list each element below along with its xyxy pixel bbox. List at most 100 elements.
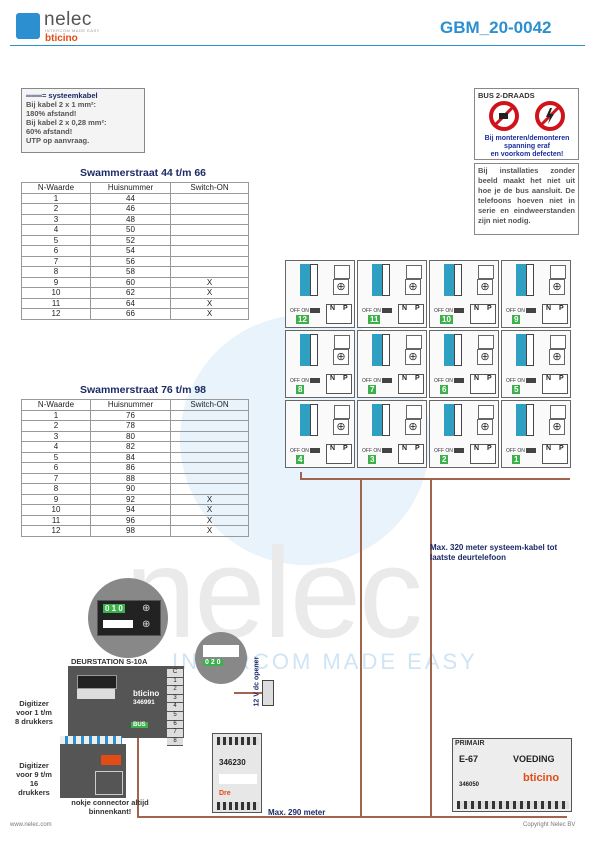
terminal-label: 8 <box>167 737 183 747</box>
address-digits: 0 1 0 <box>103 604 125 613</box>
bus-wire <box>360 478 362 818</box>
table-cell: 4 <box>21 441 91 453</box>
switch-label: OFF ON <box>506 308 536 314</box>
switch-text: OFF ON <box>506 448 525 454</box>
switch-label: OFF ON <box>362 448 392 454</box>
bus-terminal <box>444 334 454 366</box>
power-code: 346050 <box>459 782 480 788</box>
handset-socket <box>550 335 566 349</box>
p-label: P <box>559 445 564 452</box>
slide-switch <box>381 308 392 314</box>
relay-tag: Dre <box>219 790 231 797</box>
dial-icon: ⊕ <box>405 419 421 435</box>
table-cell <box>170 451 249 463</box>
table-cell <box>170 234 249 246</box>
table-cell: 58 <box>90 266 171 278</box>
table-cell: 12 <box>21 525 91 537</box>
n-label: N <box>402 305 408 312</box>
terminal-block <box>382 264 390 296</box>
table-cell <box>170 255 249 267</box>
n-label: N <box>474 375 480 382</box>
handset-socket <box>550 405 566 419</box>
switch-text: OFF ON <box>506 378 525 384</box>
table-cell: 54 <box>90 245 171 257</box>
table-cell: 1 <box>21 409 91 421</box>
dip-switch <box>203 645 239 657</box>
switch-label: OFF ON <box>362 378 392 384</box>
phone-address: 4 <box>296 455 305 464</box>
legend-line: 180% afstand! <box>26 109 77 118</box>
n-label: N <box>546 305 552 312</box>
dip-switch <box>103 620 133 628</box>
p-label: P <box>415 305 420 312</box>
p-label: P <box>343 445 348 452</box>
switch-label: OFF ON <box>290 378 320 384</box>
handset-socket <box>334 265 350 279</box>
phone-address: 3 <box>368 455 377 464</box>
column-header: Huisnummer <box>90 182 171 194</box>
table-cell: X <box>170 297 249 309</box>
table-cell <box>170 430 249 442</box>
n-label: N <box>330 375 336 382</box>
dip-switch <box>77 689 115 699</box>
slide-switch <box>525 378 536 384</box>
dial-icon: ⊕ <box>142 619 151 630</box>
table-cell: X <box>170 276 249 288</box>
terminal-strip <box>217 802 259 810</box>
handset-socket <box>550 265 566 279</box>
digitizer1-note: Digitizer voor 1 t/m 8 drukkers <box>15 699 53 726</box>
p-label: P <box>487 305 492 312</box>
n-label: N <box>402 445 408 452</box>
switch-text: OFF ON <box>434 308 453 314</box>
table-cell: 64 <box>90 297 171 309</box>
terminal-label: 7 <box>167 729 183 738</box>
legend-line: Bij kabel 2 x 1 mm²: <box>26 100 97 109</box>
table-cell: 3 <box>21 213 91 225</box>
table-cell: 8 <box>21 266 91 278</box>
p-label: P <box>487 445 492 452</box>
table-cell <box>170 245 249 257</box>
bus-terminal-label: BUS <box>131 722 148 728</box>
switch-label: OFF ON <box>290 308 320 314</box>
watermark-logo: nelec <box>125 522 423 665</box>
handset-socket <box>478 405 494 419</box>
connector-block <box>95 771 123 795</box>
table-cell: X <box>170 287 249 299</box>
table-cell <box>170 462 249 474</box>
max-290-note: Max. 290 meter <box>268 808 326 817</box>
dip-switch-panel: 0 1 0 ⊕ ⊕ <box>97 600 161 636</box>
table-cell: X <box>170 504 249 516</box>
table-cell: 12 <box>21 308 91 320</box>
opener-label-wrap: 12 V dc opener <box>250 648 262 710</box>
table-cell: 56 <box>90 255 171 267</box>
slide-switch <box>453 448 464 454</box>
n-label: N <box>330 305 336 312</box>
dial-icon: ⊕ <box>549 279 565 295</box>
table-cell: 5 <box>21 234 91 246</box>
switch-label: OFF ON <box>434 308 464 314</box>
bus-warning-text: Bij monteren/demonteren spanning eraf en… <box>477 135 577 159</box>
table-cell: 46 <box>90 203 171 215</box>
phone-address: 5 <box>512 385 521 394</box>
legend-line: ═══= systeemkabel <box>26 91 98 100</box>
p-label: P <box>487 375 492 382</box>
phone-address: 10 <box>440 315 453 324</box>
n-label: N <box>474 445 480 452</box>
slide-switch <box>381 378 392 384</box>
p-label: P <box>343 375 348 382</box>
bus-wire <box>137 735 139 818</box>
bticino-logo: bticino <box>523 772 560 784</box>
